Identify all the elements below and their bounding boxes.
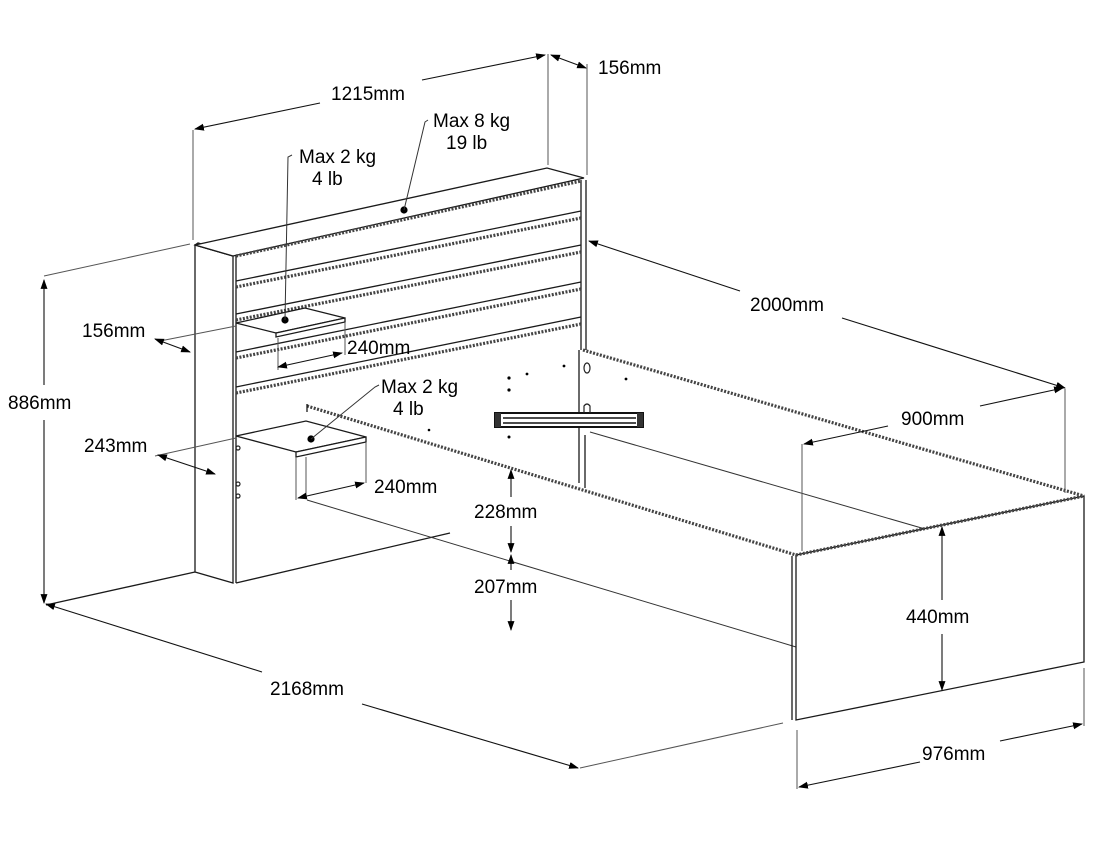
dim-headboard-width (194, 102, 321, 131)
cross-beam (494, 403, 644, 428)
label-headboard-width: 1215mm (331, 84, 405, 105)
label-lower-shelf-load-lb: 4 lb (393, 399, 424, 420)
dim-headboard-depth (550, 54, 587, 69)
dim-bed-length (588, 240, 741, 292)
leader-top-shelf (403, 119, 429, 211)
load-labels: Max 8 kg 19 lb Max 2 kg 4 lb Max 2 kg 4 … (299, 111, 510, 420)
label-floor-clearance: 207mm (474, 577, 537, 598)
label-headboard-depth: 156mm (598, 58, 661, 79)
label-top-shelf-load-lb: 19 lb (446, 133, 487, 154)
dim-upper-shelf-depth (154, 338, 191, 353)
label-footboard-height: 440mm (906, 607, 969, 628)
headboard-left-post (193, 242, 238, 584)
label-upper-shelf-width: 240mm (347, 338, 410, 359)
headboard-top-cap (194, 167, 585, 258)
lower-shelf (235, 420, 367, 500)
headboard-right-post (580, 180, 587, 350)
dim-lower-shelf-width (297, 481, 365, 500)
upper-shelf (235, 307, 346, 338)
label-side-rail-height: 228mm (474, 502, 537, 523)
label-total-length: 2168mm (270, 679, 344, 700)
footboard (791, 494, 1085, 721)
dim-total-length (45, 603, 263, 673)
dimension-lines (40, 53, 1085, 789)
label-top-shelf-load-kg: Max 8 kg (433, 111, 510, 132)
fixing-holes (427, 362, 628, 439)
label-total-width: 976mm (922, 744, 985, 765)
label-lower-shelf-width: 240mm (374, 477, 437, 498)
dim-upper-shelf-width (277, 351, 343, 369)
dim-mattress-width (803, 425, 889, 446)
dim-total-width (798, 761, 921, 789)
headboard-slats (235, 210, 582, 395)
label-lower-shelf-load-kg: Max 2 kg (381, 377, 458, 398)
label-upper-shelf-depth: 156mm (82, 321, 145, 342)
label-bed-length: 2000mm (750, 295, 824, 316)
headboard-bottom-edge (235, 532, 451, 584)
label-total-height: 886mm (8, 393, 71, 414)
headboard-floor-edge (45, 571, 196, 606)
label-upper-shelf-load-lb: 4 lb (312, 169, 343, 190)
leader-lower-shelf (310, 384, 380, 440)
label-mattress-width: 900mm (901, 409, 964, 430)
label-lower-shelf-depth: 243mm (84, 436, 147, 457)
dimension-labels: 1215mm 156mm 886mm 156mm 240mm 243mm 240… (8, 58, 985, 765)
side-rail-near (306, 404, 797, 648)
headboard (45, 167, 587, 606)
leader-upper-shelf (284, 154, 293, 321)
dim-lower-shelf-depth (157, 454, 216, 475)
bed-frame (306, 348, 1085, 721)
label-upper-shelf-load-kg: Max 2 kg (299, 147, 376, 168)
